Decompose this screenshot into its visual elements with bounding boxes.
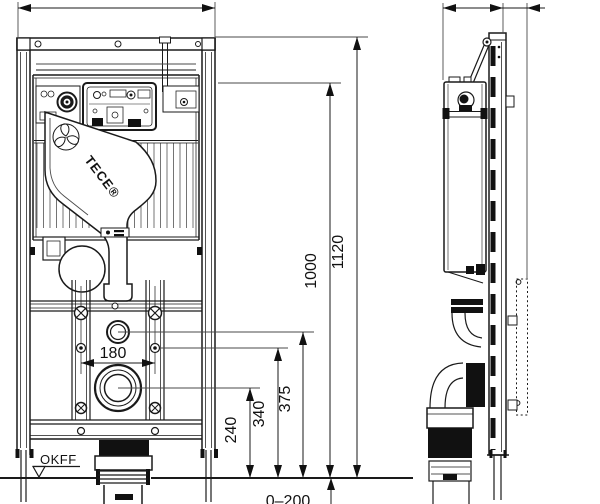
- okff-marker: OKFF: [31, 452, 80, 479]
- frame-uprights: [15, 38, 218, 502]
- dim-label-0-200: 0–200: [266, 493, 311, 504]
- dim-label-340: 340: [251, 401, 268, 428]
- dimension-front-width: [17, 2, 216, 38]
- dimension-bolt-spacing: 180: [81, 345, 155, 367]
- dim-label-1120: 1120: [330, 235, 347, 270]
- dimension-outlet-height: 375: [118, 331, 314, 478]
- dim-label-180: 180: [100, 345, 127, 362]
- flush-bend-pipe: TECE®: [44, 110, 157, 302]
- actuation-plate-dotted: [505, 95, 528, 416]
- fixing-bolts: [73, 305, 163, 436]
- side-rail: [487, 32, 509, 500]
- dimension-drain-height: 240: [118, 387, 260, 478]
- dimension-total-height: 1120: [215, 36, 368, 478]
- dimension-side-depth: [442, 3, 545, 278]
- water-supply-stub: [505, 95, 515, 108]
- dim-label-240: 240: [223, 417, 240, 444]
- dimension-floor-range: 0–200: [266, 478, 335, 504]
- okff-label: OKFF: [40, 452, 77, 467]
- drain-pipe-front: [94, 440, 153, 504]
- dim-label-1000: 1000: [303, 253, 320, 289]
- dim-label-375: 375: [277, 386, 294, 413]
- inspection-window: [82, 82, 157, 131]
- crossbar-bottom: [30, 419, 202, 440]
- bend-housing: [58, 245, 106, 293]
- level-triangle-icon: [31, 465, 47, 479]
- mounting-rails: [30, 280, 202, 440]
- crossbar-mid: [30, 300, 202, 312]
- side-view: [426, 32, 528, 504]
- dimension-upper-height: 1000: [218, 82, 341, 478]
- frame-feet: [15, 449, 218, 502]
- cistern-side: [442, 76, 488, 284]
- side-plumbing: [426, 299, 485, 504]
- dimension-annotations: 1120 1000 375 340: [0, 2, 545, 504]
- dimension-fixing-height: 340: [160, 347, 288, 478]
- front-view: TECE®: [15, 36, 218, 504]
- flush-unit-module: [162, 85, 200, 113]
- wc-outlet-socket: [466, 363, 485, 407]
- cistern-bracket: [42, 236, 66, 261]
- tece-logo-icon: [52, 123, 80, 151]
